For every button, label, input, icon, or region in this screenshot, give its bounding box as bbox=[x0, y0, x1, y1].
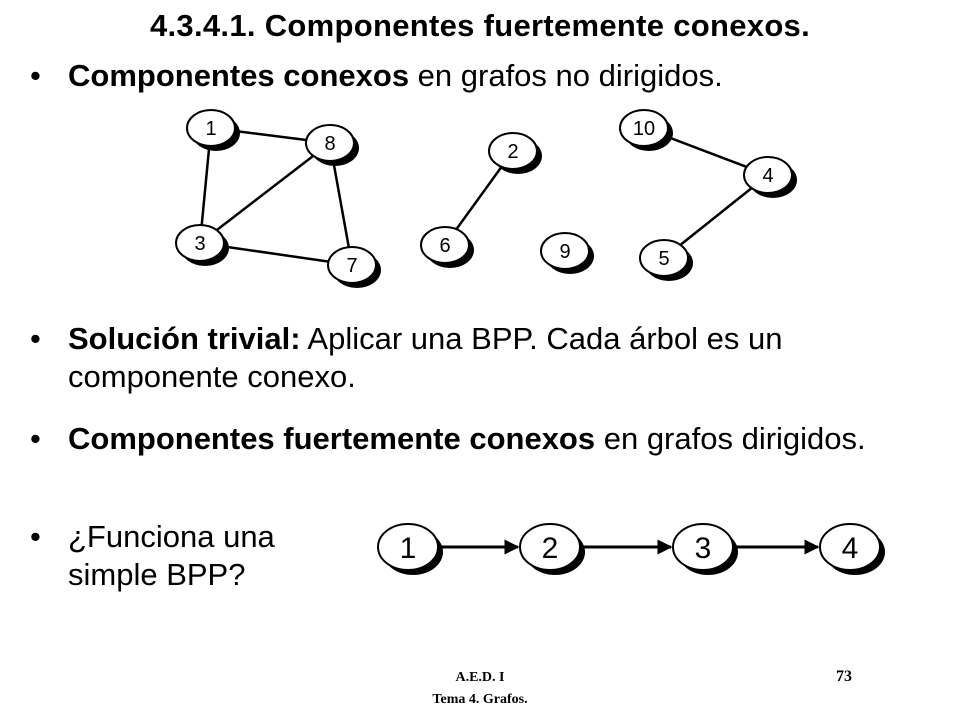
node: 2 bbox=[519, 523, 585, 575]
undirected-edges bbox=[198, 126, 769, 267]
node-circle bbox=[743, 156, 793, 194]
node-circle bbox=[819, 523, 881, 571]
bullet-connected-components: • Componentes conexos en grafos no dirig… bbox=[30, 57, 930, 97]
bullet-rest-text: en grafos no dirigidos. bbox=[409, 58, 723, 93]
bullet-rest-text: en grafos dirigidos. bbox=[595, 421, 866, 456]
bullet-question: • ¿Funciona una simple BPP? bbox=[30, 518, 350, 598]
node: 1 bbox=[186, 109, 240, 151]
node: 3 bbox=[672, 523, 738, 575]
node-circle bbox=[672, 523, 734, 571]
node: 4 bbox=[743, 156, 797, 198]
graph-edge bbox=[663, 174, 769, 259]
bullet-marker: • bbox=[30, 519, 41, 554]
node: 1 bbox=[377, 523, 443, 575]
node: 7 bbox=[327, 246, 381, 288]
node-circle bbox=[186, 109, 236, 147]
node-label: 4 bbox=[842, 532, 859, 565]
footer-course: A.E.D. I bbox=[455, 670, 505, 685]
undirected-nodes: 1 8 3 7 2 6 9 10 4 5 bbox=[175, 109, 797, 288]
slide-title: 4.3.4.1. Componentes fuertemente conexos… bbox=[149, 8, 811, 43]
bullet-text: Componentes fuertemente conexos en grafo… bbox=[68, 420, 928, 458]
node-label: 10 bbox=[633, 118, 655, 140]
bullet-text: ¿Funciona una simple BPP? bbox=[68, 519, 275, 592]
node-circle bbox=[519, 523, 581, 571]
bullet-marker: • bbox=[30, 58, 41, 93]
node-circle bbox=[327, 246, 377, 284]
node-label: 1 bbox=[205, 118, 216, 140]
node: 10 bbox=[619, 109, 673, 151]
bullet-text: Solución trivial: Aplicar una BPP. Cada … bbox=[68, 320, 928, 396]
node-label: 3 bbox=[695, 532, 712, 565]
bullet-trivial-solution: • Solución trivial: Aplicar una BPP. Cad… bbox=[30, 320, 930, 400]
node-label: 2 bbox=[507, 141, 518, 163]
node-label: 1 bbox=[400, 532, 417, 565]
bullet-bold-text: Componentes fuertemente conexos bbox=[68, 421, 596, 456]
bullet-marker: • bbox=[30, 421, 41, 456]
node: 9 bbox=[540, 232, 594, 274]
node-label: 9 bbox=[559, 241, 570, 263]
graph-edge bbox=[199, 142, 331, 244]
bullet-bold-text: Solución trivial: bbox=[68, 321, 301, 356]
node-circle bbox=[175, 224, 225, 262]
node: 5 bbox=[639, 239, 693, 281]
directed-nodes: 1 2 3 4 bbox=[377, 523, 885, 575]
node-label: 5 bbox=[658, 248, 669, 270]
node: 6 bbox=[420, 226, 474, 268]
node: 8 bbox=[305, 124, 359, 166]
bullet-strongly-connected: • Componentes fuertemente conexos en gra… bbox=[30, 420, 930, 500]
node: 4 bbox=[819, 523, 885, 575]
node-circle bbox=[377, 523, 439, 571]
node-circle bbox=[420, 226, 470, 264]
bullet-bold-text: Componentes conexos bbox=[68, 58, 410, 93]
bullet-text: Componentes conexos en grafos no dirigid… bbox=[68, 57, 723, 95]
node-label: 6 bbox=[439, 235, 450, 257]
node: 3 bbox=[175, 224, 229, 266]
node-label: 8 bbox=[324, 133, 335, 155]
node: 2 bbox=[488, 132, 542, 174]
bullet-rest-text: Aplicar una BPP. Cada árbol es un compon… bbox=[68, 321, 783, 394]
node-label: 4 bbox=[762, 165, 773, 187]
node-label: 2 bbox=[542, 532, 559, 565]
node-circle bbox=[488, 132, 538, 170]
node-label: 7 bbox=[346, 255, 357, 277]
bullet-marker: • bbox=[30, 321, 41, 356]
node-circle bbox=[619, 109, 669, 147]
footer-topic: Tema 4. Grafos. bbox=[432, 692, 528, 707]
node-circle bbox=[540, 232, 590, 270]
node-circle bbox=[639, 239, 689, 277]
node-label: 3 bbox=[194, 233, 205, 255]
node-circle bbox=[305, 124, 355, 162]
page-number: 73 bbox=[836, 668, 852, 685]
